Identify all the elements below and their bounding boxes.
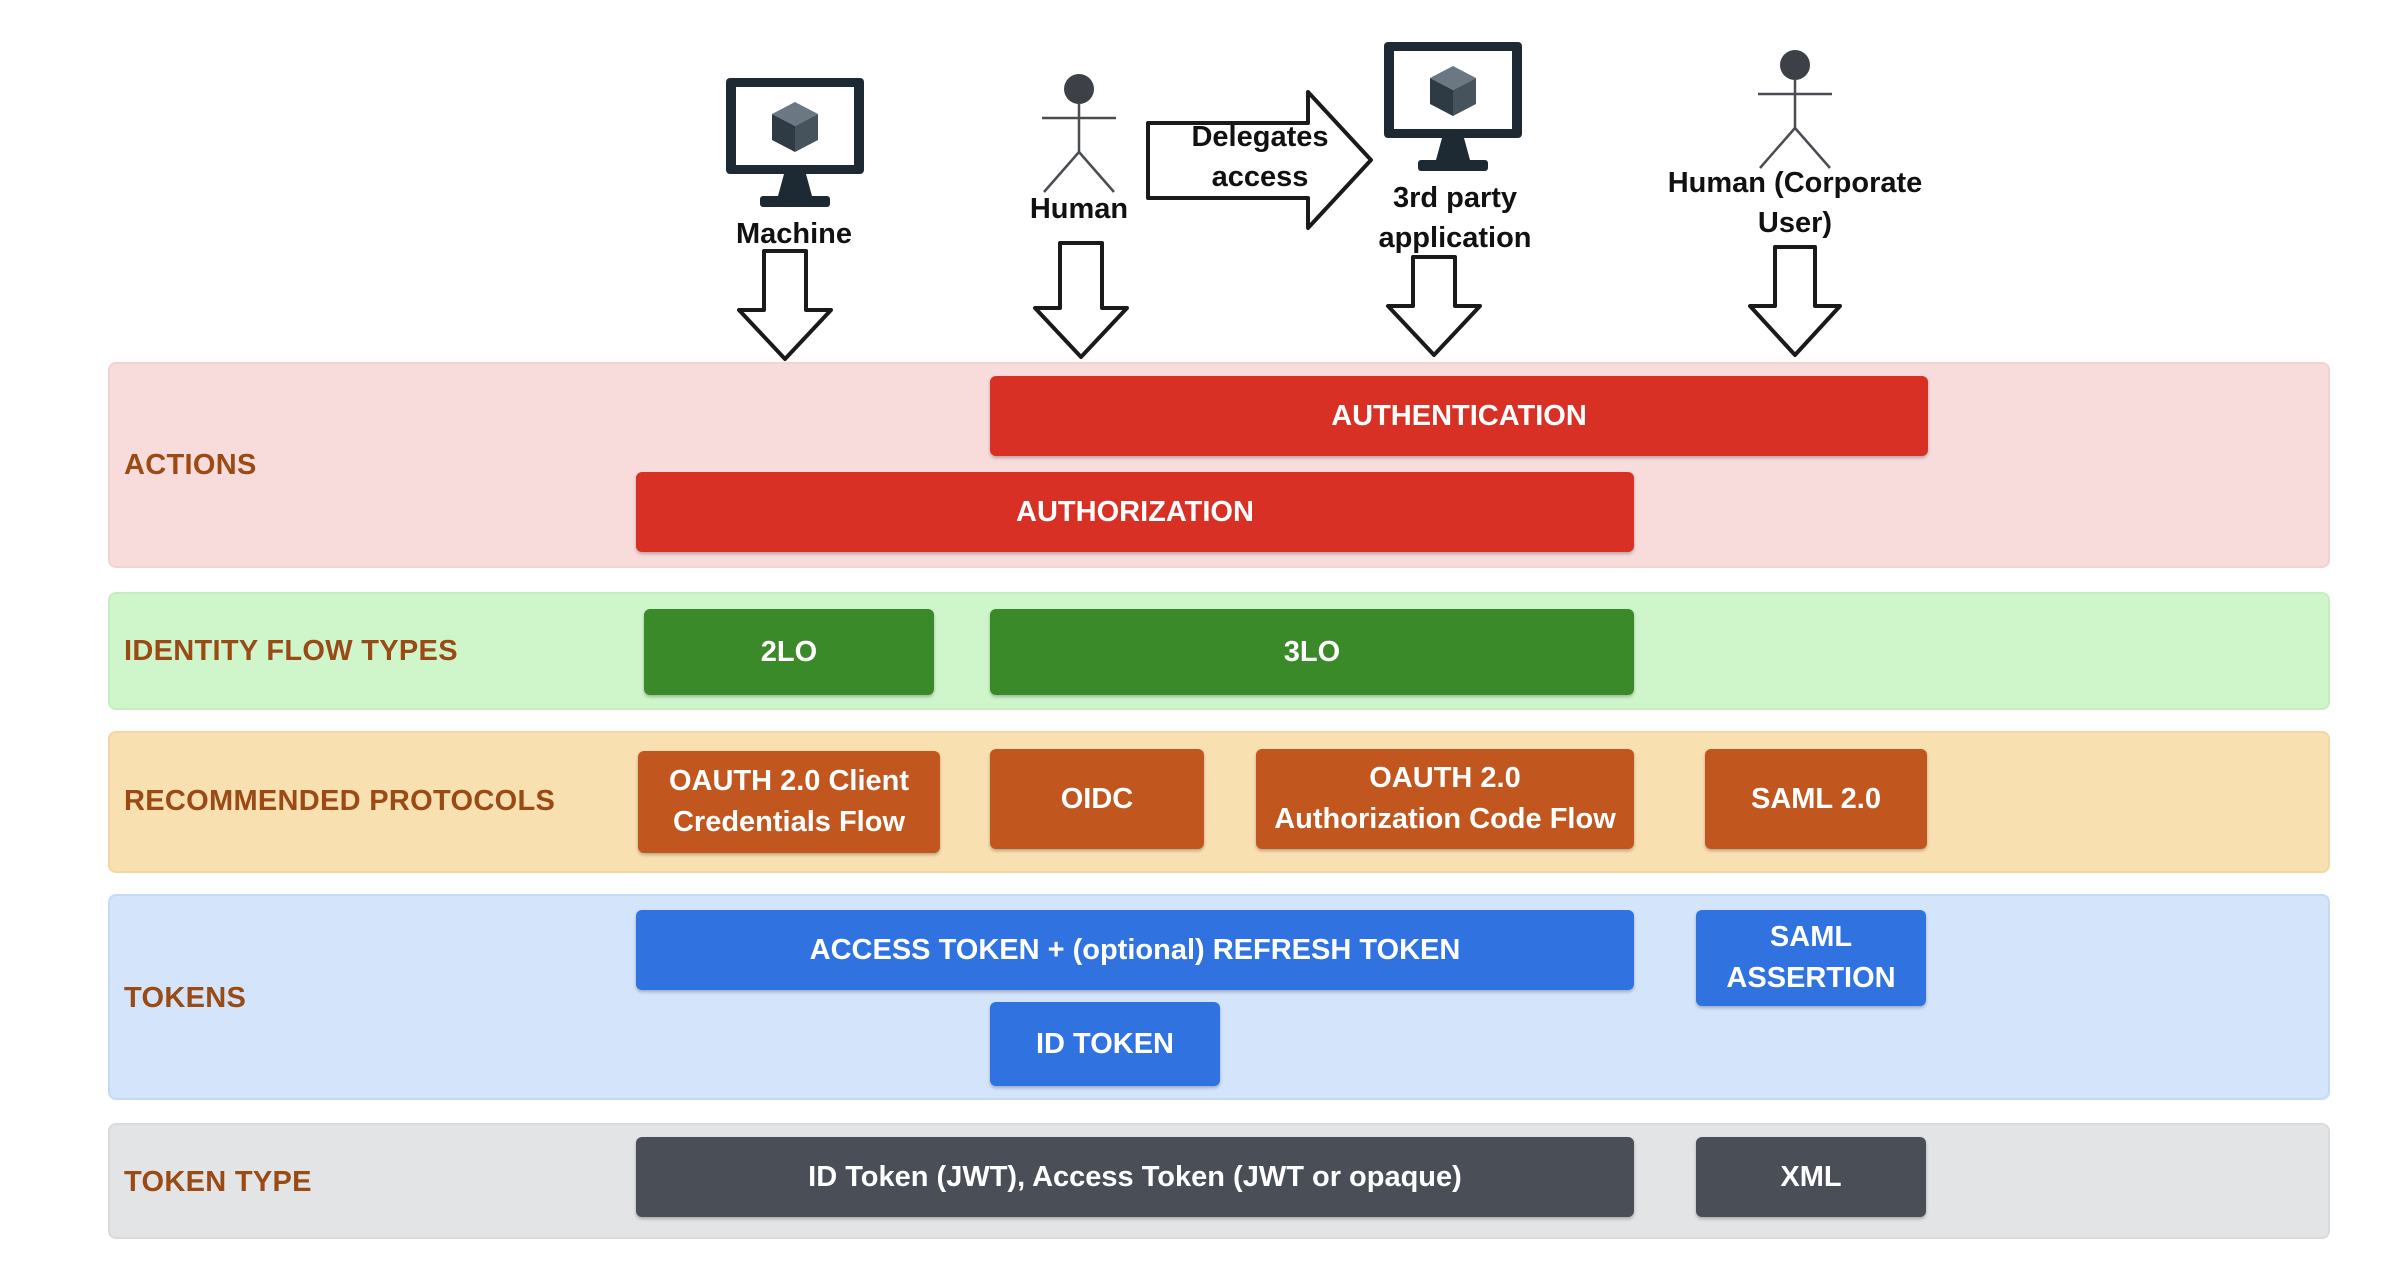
human-down-arrow-icon bbox=[1033, 241, 1129, 359]
id-token-box: ID TOKEN bbox=[990, 1002, 1220, 1086]
delegates-right-arrow-icon bbox=[1146, 90, 1373, 230]
corporate-human-stick-figure-icon bbox=[1758, 50, 1832, 169]
human-stick-figure-icon bbox=[1042, 74, 1116, 193]
xml-token-type-box: XML bbox=[1696, 1137, 1926, 1217]
two-lo-box: 2LO bbox=[644, 609, 934, 695]
actions-label: ACTIONS bbox=[124, 449, 257, 481]
saml-assertion-box: SAML ASSERTION bbox=[1696, 910, 1926, 1006]
third-party-down-arrow-icon bbox=[1386, 255, 1482, 357]
identity-flow-types-label: IDENTITY FLOW TYPES bbox=[124, 635, 458, 667]
delegates-access-label: Delegates access bbox=[1191, 121, 1329, 194]
authorization-code-flow-box: OAUTH 2.0 Authorization Code Flow bbox=[1256, 749, 1634, 849]
saml-2-box: SAML 2.0 bbox=[1705, 749, 1927, 849]
authorization-box: AUTHORIZATION bbox=[636, 472, 1634, 552]
corporate-down-arrow-icon bbox=[1748, 245, 1842, 357]
third-party-monitor-icon bbox=[1384, 42, 1522, 171]
machine-label: Machine bbox=[735, 218, 853, 250]
recommended-protocols-label: RECOMMENDED PROTOCOLS bbox=[124, 785, 556, 817]
authentication-box: AUTHENTICATION bbox=[990, 376, 1928, 456]
client-credentials-flow-box: OAUTH 2.0 Client Credentials Flow bbox=[638, 751, 940, 853]
corporate-user-label: Human (Corporate User) bbox=[1667, 167, 1923, 240]
token-type-label: TOKEN TYPE bbox=[124, 1166, 312, 1198]
machine-monitor-icon bbox=[726, 78, 864, 207]
three-lo-box: 3LO bbox=[990, 609, 1634, 695]
human-label: Human bbox=[1029, 193, 1129, 225]
tokens-label: TOKENS bbox=[124, 982, 247, 1014]
machine-down-arrow-icon bbox=[737, 249, 833, 361]
oidc-box: OIDC bbox=[990, 749, 1204, 849]
access-refresh-token-box: ACCESS TOKEN + (optional) REFRESH TOKEN bbox=[636, 910, 1634, 990]
recommended-protocols-band bbox=[108, 731, 2330, 873]
third-party-label: 3rd party application bbox=[1378, 182, 1532, 255]
jwt-token-type-box: ID Token (JWT), Access Token (JWT or opa… bbox=[636, 1137, 1634, 1217]
